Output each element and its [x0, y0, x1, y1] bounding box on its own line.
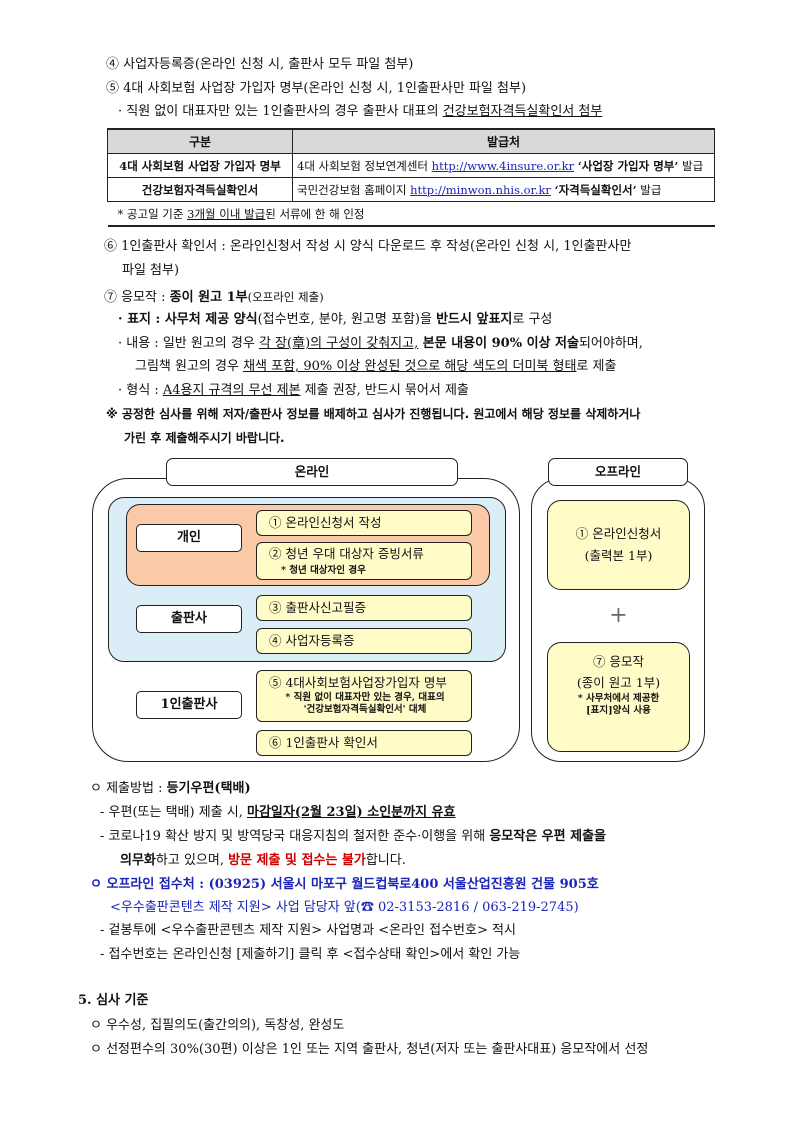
- item-7-form: · 형식 : A4용지 규격의 무선 제본 제출 권장, 반드시 묶어서 제출: [118, 383, 469, 398]
- submit-method: ㅇ 제출방법 : 등기우편(택배): [90, 781, 251, 796]
- offline-title: 오프라인: [548, 458, 688, 486]
- offline-manuscript: ⑦ 응모작 (종이 원고 1부) * 사무처에서 제공한 [표지]양식 사용: [547, 642, 690, 752]
- section-5-title: 5. 심사 기준: [78, 993, 149, 1008]
- item-7-cover: · 표지 : 사무처 제공 양식(접수번호, 분야, 원고명 포함)을 반드시 …: [118, 312, 553, 327]
- warning-text: ※ 공정한 심사를 위해 저자/출판사 정보를 배제하고 심사가 진행됩니다. …: [106, 407, 641, 421]
- table-header-issuer: 발급처: [292, 128, 715, 154]
- table-note: * 공고일 기준 3개월 이내 발급된 서류에 한 해 인정: [107, 201, 715, 227]
- item-7-content-cont: 그림책 원고의 경우 채색 포함, 90% 이상 완성된 것으로 해당 색도의 …: [135, 359, 617, 374]
- group-personal: 개인: [136, 524, 242, 552]
- table-header-category: 구분: [107, 128, 293, 154]
- item-5-note: · 직원 없이 대표자만 있는 1인출판사의 경우 출판사 대표의 건강보험자격…: [118, 104, 603, 119]
- item-4-text: ④ 사업자등록증(온라인 신청 시, 출판사 모두 파일 첨부): [106, 57, 414, 72]
- offline-address: ㅇ 오프라인 접수처 : (03925) 서울시 마포구 월드컵북로400 서울…: [90, 877, 599, 892]
- plus-icon: +: [609, 603, 628, 628]
- item-7-title: ⑦ 응모작 : 종이 원고 1부(오프라인 제출): [104, 290, 324, 305]
- group-publisher: 출판사: [136, 605, 242, 633]
- item-6-text-cont: 파일 첨부): [122, 263, 180, 278]
- item-publisher-cert: ③ 출판사신고필증: [256, 595, 472, 621]
- offline-contact: <우수출판콘텐츠 제작 지원> 사업 담당자 앞(☎ 02-3153-2816 …: [110, 900, 579, 915]
- submit-post: - 우편(또는 택배) 제출 시, 마감일자(2월 23일) 소인분까지 유효: [100, 805, 456, 820]
- online-title: 온라인: [166, 458, 458, 486]
- item-6-text: ⑥ 1인출판사 확인서 : 온라인신청서 작성 시 양식 다운로드 후 작성(온…: [104, 239, 632, 254]
- item-youth-proof: ② 청년 우대 대상자 증빙서류 * 청년 대상자인 경우: [256, 542, 472, 580]
- offline-application-form: ① 온라인신청서 (출력본 1부): [547, 500, 690, 590]
- group-one-person: 1인출판사: [136, 691, 242, 719]
- item-insurance-list: ⑤ 4대사회보험사업장가입자 명부 * 직원 없이 대표자만 있는 경우, 대표…: [256, 670, 472, 722]
- insure-link[interactable]: http://www.4insure.or.kr: [431, 158, 575, 173]
- item-7-content: · 내용 : 일반 원고의 경우 각 장(章)의 구성이 갖춰지고, 본문 내용…: [118, 336, 643, 351]
- table-row: 건강보험자격득실확인서 국민건강보험 홈페이지 http://minwon.nh…: [107, 177, 715, 202]
- item-business-reg: ④ 사업자등록증: [256, 628, 472, 654]
- envelope-note: - 겉봉투에 <우수출판콘텐츠 제작 지원> 사업명과 <온라인 접수번호> 적…: [100, 923, 516, 938]
- nhis-link[interactable]: http://minwon.nhis.or.kr: [410, 182, 551, 197]
- submit-covid: - 코로나19 확산 방지 및 방역당국 대응지침의 철저한 준수·이행을 위해…: [100, 829, 607, 844]
- submit-covid-cont: 의무화하고 있으며, 방문 제출 및 접수는 불가합니다.: [120, 853, 406, 868]
- criteria-2: ㅇ 선정편수의 30%(30편) 이상은 1인 또는 지역 출판사, 청년(저자…: [90, 1042, 649, 1057]
- item-one-person-confirm: ⑥ 1인출판사 확인서: [256, 730, 472, 756]
- item-5-text: ⑤ 4대 사회보험 사업장 가입자 명부(온라인 신청 시, 1인출판사만 파일…: [106, 81, 527, 96]
- table-row: 4대 사회보험 사업장 가입자 명부 4대 사회보험 정보연계센터 http:/…: [107, 153, 715, 178]
- criteria-1: ㅇ 우수성, 집필의도(출간의의), 독창성, 완성도: [90, 1018, 345, 1033]
- number-note: - 접수번호는 온라인신청 [제출하기] 클릭 후 <접수상태 확인>에서 확인…: [100, 947, 521, 962]
- item-online-form: ① 온라인신청서 작성: [256, 510, 472, 536]
- warning-text-cont: 가린 후 제출해주시기 바랍니다.: [124, 431, 285, 445]
- issuer-table: 구분 발급처 4대 사회보험 사업장 가입자 명부 4대 사회보험 정보연계센터…: [107, 128, 715, 227]
